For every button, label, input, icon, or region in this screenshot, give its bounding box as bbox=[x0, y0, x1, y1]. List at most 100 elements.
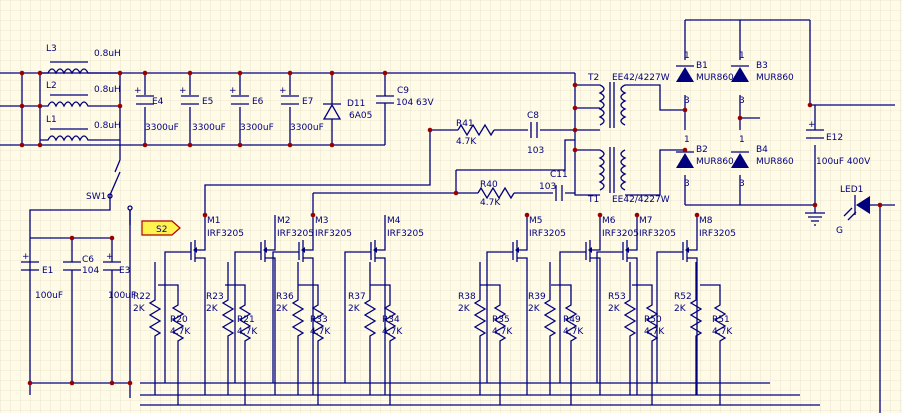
resistor-value: 2K bbox=[458, 304, 471, 314]
junction-dot bbox=[37, 142, 43, 148]
gate-resistor-group: R222KR232KR362KR372KR382KR392KR532KR522K… bbox=[133, 262, 733, 405]
resistor-ref: R21 bbox=[237, 315, 255, 325]
diode-pin: 1 bbox=[684, 135, 690, 145]
junction-dot bbox=[310, 212, 316, 218]
junction-dot bbox=[109, 235, 115, 241]
diode-d11: D11 6A05 bbox=[322, 99, 372, 121]
resistor-value: 2K bbox=[348, 304, 361, 314]
junction-dot bbox=[69, 380, 75, 386]
resistor-ref: R33 bbox=[310, 315, 328, 325]
resistor-value: 2K bbox=[608, 304, 621, 314]
resistor-r41: R41 4.7K bbox=[456, 119, 495, 147]
cap-ref: E5 bbox=[202, 97, 213, 107]
mosfet-value: IRF3205 bbox=[315, 229, 352, 239]
resistor-ref: R52 bbox=[674, 292, 692, 302]
junction-dot bbox=[329, 142, 335, 148]
junction-dot bbox=[109, 380, 115, 386]
svg-text:+: + bbox=[134, 86, 142, 96]
junction-dot bbox=[807, 102, 813, 108]
resistor-value: 4.7K bbox=[170, 327, 191, 337]
inductor-ref: L2 bbox=[46, 81, 57, 91]
led-ref: LED1 bbox=[840, 185, 863, 195]
capacitor-e12: + E12 100uF 400V bbox=[806, 120, 871, 167]
junction-dot bbox=[453, 190, 459, 196]
svg-text:+: + bbox=[106, 252, 114, 262]
mosfet-ref: M2 bbox=[277, 216, 291, 226]
cap-ref: C8 bbox=[527, 111, 539, 121]
mosfet-ref: M8 bbox=[699, 216, 713, 226]
transformer-value: EE42/4227W bbox=[612, 73, 670, 83]
svg-text:+: + bbox=[179, 86, 187, 96]
diode-pin: 1 bbox=[684, 51, 690, 61]
resistor-ref: R41 bbox=[456, 119, 474, 129]
resistor-value: 2K bbox=[528, 304, 541, 314]
resistor-value: 4.7K bbox=[382, 327, 403, 337]
diode-ref: B1 bbox=[696, 61, 708, 71]
inductor-l3: L3 0.8uH bbox=[40, 44, 121, 75]
switch-ref: SW1 bbox=[86, 192, 106, 202]
inductor-value: 0.8uH bbox=[94, 85, 121, 95]
diode-value: MUR860 bbox=[756, 73, 794, 83]
capacitor-e5: + E5 3300uF bbox=[179, 86, 226, 133]
mosfet-value: IRF3205 bbox=[277, 229, 314, 239]
resistor-value: 4.7K bbox=[237, 327, 258, 337]
inductor-ref: L1 bbox=[46, 115, 57, 125]
led-pin: G bbox=[836, 226, 843, 236]
junction-dot bbox=[427, 127, 433, 133]
junction-dot bbox=[142, 70, 148, 76]
resistor-value: 4.7K bbox=[492, 327, 513, 337]
capacitor-c8: C8 103 bbox=[527, 111, 544, 156]
junction-dot bbox=[117, 70, 123, 76]
diode-value: MUR860 bbox=[756, 157, 794, 167]
cap-ref: E6 bbox=[252, 97, 264, 107]
junction-dot bbox=[597, 212, 603, 218]
mosfet-ref: M1 bbox=[207, 216, 221, 226]
junction-dot bbox=[524, 212, 530, 218]
resistor-value: 2K bbox=[206, 304, 219, 314]
junction-dot bbox=[287, 70, 293, 76]
led-led1: LED1 G bbox=[836, 185, 870, 236]
diode-pin: 3 bbox=[684, 179, 690, 189]
diode-value: MUR860 bbox=[696, 73, 734, 83]
diode-ref: D11 bbox=[347, 99, 365, 109]
junction-dot bbox=[19, 142, 25, 148]
junction-dot bbox=[877, 202, 883, 208]
resistor-ref: R34 bbox=[382, 315, 400, 325]
resistor-ref: R50 bbox=[644, 315, 662, 325]
cap-value: 3300uF bbox=[145, 123, 179, 133]
resistor-ref: R53 bbox=[608, 292, 626, 302]
diode-pin: 3 bbox=[739, 179, 745, 189]
junction-dot bbox=[694, 212, 700, 218]
diode-value: 6A05 bbox=[349, 111, 372, 121]
mosfet-value: IRF3205 bbox=[699, 229, 736, 239]
junction-dot bbox=[682, 107, 688, 113]
svg-text:+: + bbox=[22, 252, 30, 262]
mosfet-value: IRF3205 bbox=[529, 229, 566, 239]
capacitor-e4: + E4 3300uF bbox=[134, 86, 179, 133]
cap-ref: C6 bbox=[82, 255, 94, 265]
mosfet-ref: M5 bbox=[529, 216, 543, 226]
svg-text:+: + bbox=[229, 86, 237, 96]
cap-value: 100uF bbox=[108, 291, 136, 301]
resistor-r21: R21 4.7K bbox=[225, 284, 258, 405]
junction-dot bbox=[329, 70, 335, 76]
cap-value: 104 63V bbox=[396, 98, 434, 108]
diode-pin: 3 bbox=[739, 96, 745, 106]
resistor-value: 4.7K bbox=[644, 327, 665, 337]
resistor-value: 2K bbox=[276, 304, 289, 314]
